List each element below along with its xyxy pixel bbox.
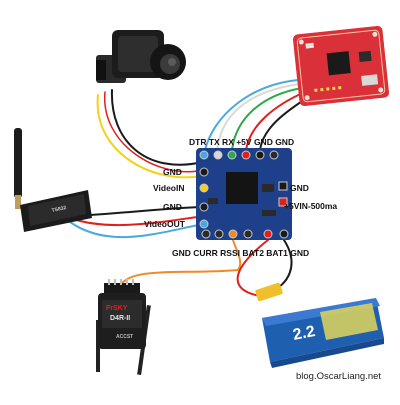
battery-label: 2.2 xyxy=(292,323,317,344)
wire-fc-blue xyxy=(204,79,299,151)
receiver-pin-header xyxy=(104,283,140,295)
pin-right-power xyxy=(278,197,288,207)
label-right-power: +5VIN-500ma xyxy=(284,201,337,211)
wire-bat-red xyxy=(236,239,269,297)
pin-left-gnd-top xyxy=(199,167,209,177)
pin-labels: DTR TX RX +5V GND GND GND VideoIN GND Vi… xyxy=(144,137,337,258)
osd-left-pins xyxy=(199,167,209,229)
vtx-label: TS832 xyxy=(51,205,67,214)
osd-board xyxy=(196,148,292,240)
label-top-row: DTR TX RX +5V GND GND xyxy=(189,137,294,147)
rc-receiver: FrSKY D4R-II ACCST xyxy=(96,279,151,375)
wire-camera-power xyxy=(104,91,204,173)
osd-bottom-pins xyxy=(201,229,289,239)
label-left-video-in: VideoIN xyxy=(153,183,185,193)
wire-vtx-video xyxy=(69,221,205,239)
flight-controller xyxy=(292,25,390,107)
receiver-cert: ACCST xyxy=(116,334,133,340)
video-transmitter: TS832 xyxy=(14,128,92,232)
lipo-battery: 2.2 xyxy=(255,282,384,368)
pin-bat1 xyxy=(263,229,273,239)
receiver-brand: FrSKY xyxy=(106,305,128,312)
wire-fc-tx xyxy=(216,83,301,151)
fpv-camera xyxy=(96,30,186,83)
wire-rx-rssi xyxy=(117,239,242,291)
pin-gnd-1 xyxy=(255,150,265,160)
wire-fc-rx xyxy=(231,87,303,151)
pin-tx xyxy=(213,150,223,160)
pin-left-video-out xyxy=(199,219,209,229)
pin-rssi xyxy=(228,229,238,239)
pin-rx xyxy=(227,150,237,160)
label-right-gnd: GND xyxy=(290,183,309,193)
fc-chip xyxy=(326,51,351,76)
receiver-model: D4R-II xyxy=(110,315,130,322)
wire-camera-gnd xyxy=(110,89,204,166)
label-left-gnd-top: GND xyxy=(163,167,182,177)
pin-5v xyxy=(241,150,251,160)
pin-bat2 xyxy=(243,229,253,239)
pin-bottom-gnd-2 xyxy=(279,229,289,239)
pin-left-video-in xyxy=(199,183,209,193)
label-bottom-row: GND CURR RSSI BAT2 BAT1 GND xyxy=(172,248,309,258)
wire-fc-5v xyxy=(245,91,306,151)
label-left-video-out: VideoOUT xyxy=(144,219,186,229)
receiver-antenna-1 xyxy=(96,320,100,372)
wire-vtx-power xyxy=(69,215,205,227)
xt60-connector xyxy=(255,282,283,302)
pin-curr xyxy=(214,229,224,239)
pin-bottom-gnd-1 xyxy=(201,229,211,239)
pin-dtr xyxy=(199,150,209,160)
osd-main-chip xyxy=(226,172,258,204)
osd-right-pins xyxy=(278,181,288,207)
wire-camera-video xyxy=(96,94,204,179)
label-left-gnd-bottom: GND xyxy=(163,202,182,212)
pin-gnd-2 xyxy=(269,150,279,160)
credit-text: blog.OscarLiang.net xyxy=(296,371,381,382)
osd-top-pins xyxy=(199,150,279,160)
pin-right-gnd xyxy=(278,181,288,191)
vtx-antenna xyxy=(14,128,22,198)
pin-left-gnd-bottom xyxy=(199,202,209,212)
